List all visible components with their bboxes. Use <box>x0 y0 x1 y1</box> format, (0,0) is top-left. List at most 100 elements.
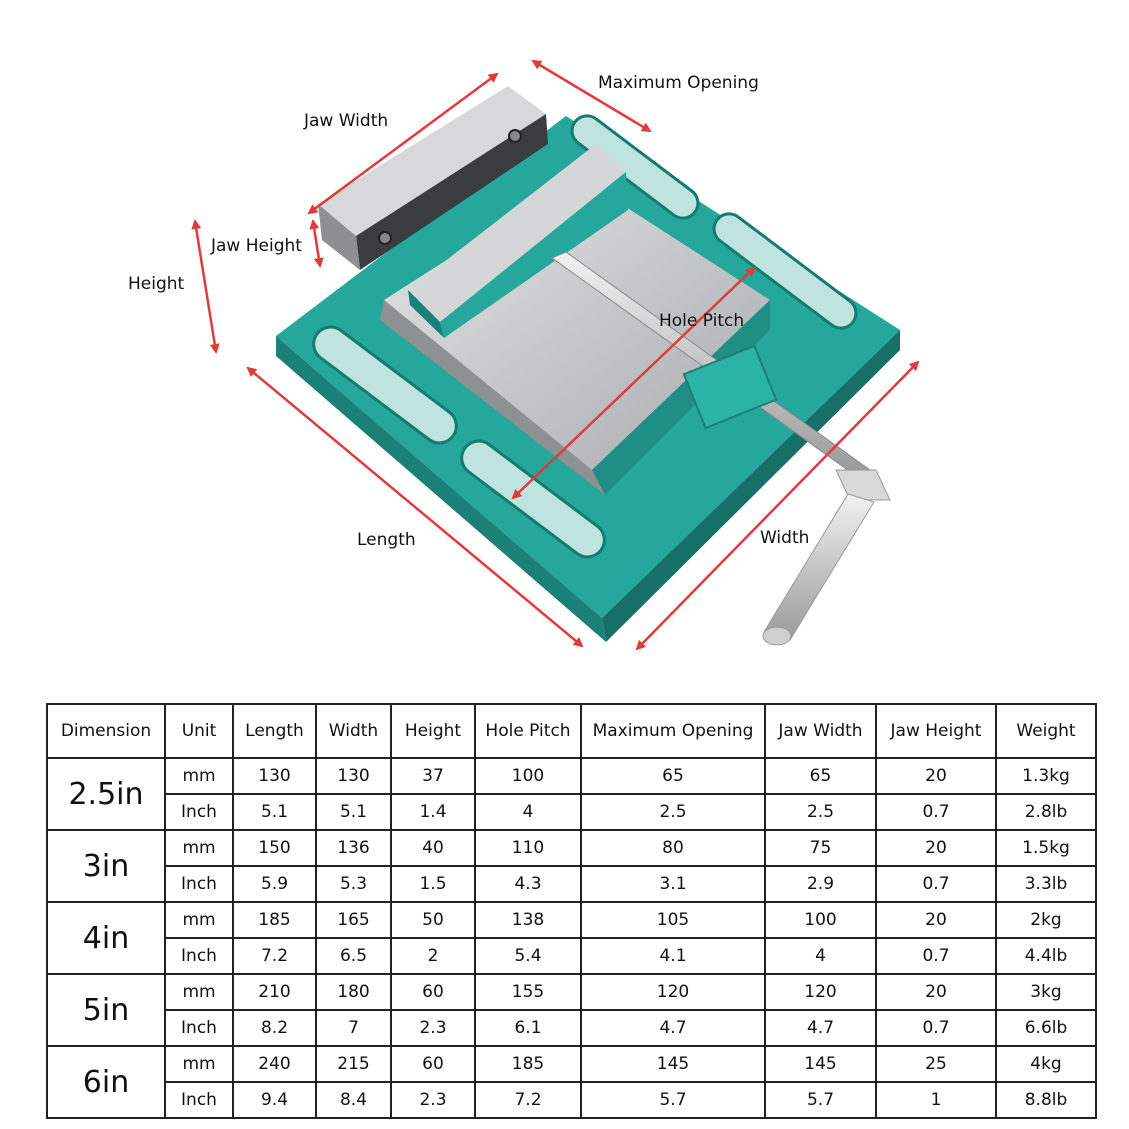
value-cell: 50 <box>390 901 476 939</box>
value-cell: 1.3kg <box>995 757 1097 795</box>
jaw-width-arrow <box>307 72 499 215</box>
height-label: Height <box>128 274 185 294</box>
value-cell: 0.7 <box>875 793 997 831</box>
value-cell: 4 <box>474 793 582 831</box>
value-cell: 80 <box>580 829 766 867</box>
value-cell: 120 <box>580 973 766 1011</box>
length-label: Length <box>357 530 416 550</box>
unit-cell: mm <box>164 973 234 1011</box>
value-cell: 65 <box>764 757 877 795</box>
dimension-size-cell: 5in <box>46 973 166 1047</box>
value-cell: 2.3 <box>390 1009 476 1047</box>
header-cell: Dimension <box>46 703 166 759</box>
value-cell: 1.5kg <box>995 829 1097 867</box>
value-cell: 110 <box>474 829 582 867</box>
dimension-size-cell: 6in <box>46 1045 166 1119</box>
unit-cell: Inch <box>164 1081 234 1119</box>
value-cell: 185 <box>474 1045 582 1083</box>
value-cell: 2kg <box>995 901 1097 939</box>
value-cell: 100 <box>474 757 582 795</box>
value-cell: 4kg <box>995 1045 1097 1083</box>
value-cell: 3kg <box>995 973 1097 1011</box>
unit-cell: Inch <box>164 793 234 831</box>
value-cell: 138 <box>474 901 582 939</box>
value-cell: 20 <box>875 901 997 939</box>
value-cell: 185 <box>232 901 317 939</box>
unit-cell: Inch <box>164 937 234 975</box>
height-arrow <box>191 219 220 354</box>
value-cell: 136 <box>315 829 392 867</box>
maximum-opening-arrow <box>531 59 652 133</box>
hole-pitch-label: Hole Pitch <box>659 311 745 331</box>
value-cell: 6.6lb <box>995 1009 1097 1047</box>
dimension-size-cell: 2.5in <box>46 757 166 831</box>
value-cell: 65 <box>580 757 766 795</box>
value-cell: 240 <box>232 1045 317 1083</box>
value-cell: 180 <box>315 973 392 1011</box>
value-cell: 0.7 <box>875 937 997 975</box>
value-cell: 4.4lb <box>995 937 1097 975</box>
value-cell: 2.8lb <box>995 793 1097 831</box>
value-cell: 0.7 <box>875 865 997 903</box>
value-cell: 5.1 <box>315 793 392 831</box>
value-cell: 5.7 <box>580 1081 766 1119</box>
vise-diagram <box>191 59 920 651</box>
header-cell: Maximum Opening <box>580 703 766 759</box>
value-cell: 0.7 <box>875 1009 997 1047</box>
value-cell: 215 <box>315 1045 392 1083</box>
unit-cell: mm <box>164 757 234 795</box>
value-cell: 6.1 <box>474 1009 582 1047</box>
value-cell: 100 <box>764 901 877 939</box>
value-cell: 4.7 <box>764 1009 877 1047</box>
header-cell: Unit <box>164 703 234 759</box>
value-cell: 20 <box>875 829 997 867</box>
value-cell: 7.2 <box>232 937 317 975</box>
value-cell: 20 <box>875 973 997 1011</box>
table-header-row: Dimension Unit Length Width Height Hole … <box>46 703 1097 759</box>
value-cell: 5.7 <box>764 1081 877 1119</box>
header-cell: Width <box>315 703 392 759</box>
header-cell: Hole Pitch <box>474 703 582 759</box>
value-cell: 155 <box>474 973 582 1011</box>
value-cell: 5.3 <box>315 865 392 903</box>
value-cell: 145 <box>764 1045 877 1083</box>
unit-cell: mm <box>164 1045 234 1083</box>
value-cell: 3.3lb <box>995 865 1097 903</box>
value-cell: 2.3 <box>390 1081 476 1119</box>
unit-cell: mm <box>164 901 234 939</box>
header-cell: Length <box>232 703 317 759</box>
value-cell: 60 <box>390 1045 476 1083</box>
header-cell: Jaw Height <box>875 703 997 759</box>
value-cell: 60 <box>390 973 476 1011</box>
jaw-width-label: Jaw Width <box>304 111 389 131</box>
value-cell: 150 <box>232 829 317 867</box>
maximum-opening-label: Maximum Opening <box>598 73 759 93</box>
value-cell: 5.1 <box>232 793 317 831</box>
value-cell: 130 <box>315 757 392 795</box>
value-cell: 6.5 <box>315 937 392 975</box>
dimension-size-cell: 4in <box>46 901 166 975</box>
header-cell: Height <box>390 703 476 759</box>
value-cell: 2 <box>390 937 476 975</box>
value-cell: 75 <box>764 829 877 867</box>
value-cell: 4 <box>764 937 877 975</box>
value-cell: 4.7 <box>580 1009 766 1047</box>
width-arrow <box>635 360 920 651</box>
value-cell: 105 <box>580 901 766 939</box>
header-cell: Weight <box>995 703 1097 759</box>
value-cell: 8.4 <box>315 1081 392 1119</box>
unit-cell: mm <box>164 829 234 867</box>
header-cell: Jaw Width <box>764 703 877 759</box>
value-cell: 9.4 <box>232 1081 317 1119</box>
value-cell: 8.2 <box>232 1009 317 1047</box>
value-cell: 1.4 <box>390 793 476 831</box>
value-cell: 3.1 <box>580 865 766 903</box>
vise-handle <box>762 469 891 646</box>
